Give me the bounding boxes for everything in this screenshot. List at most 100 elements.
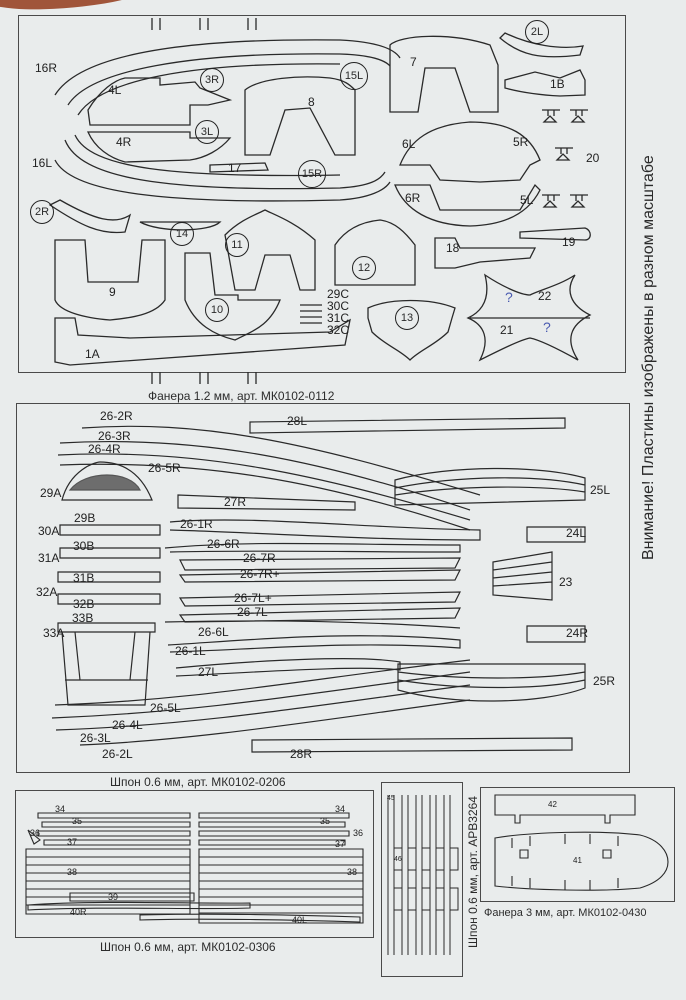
planks-26-mid	[164, 519, 481, 677]
handwritten-question-2: ?	[543, 319, 551, 335]
part-1A	[54, 317, 351, 366]
label-12: 12	[352, 256, 376, 280]
label-13: 13	[395, 306, 419, 330]
label-26-3R: 26-3R	[98, 429, 131, 443]
part-10	[184, 252, 281, 341]
label-29A: 29A	[40, 486, 62, 500]
strips-34-37-right	[198, 812, 350, 846]
part-1B	[504, 69, 586, 97]
part-4L	[87, 77, 233, 126]
part-40L	[139, 913, 361, 923]
label-26-5L: 26-5L	[150, 701, 181, 715]
label-3L: 3L	[195, 120, 219, 144]
part-17	[209, 162, 269, 173]
label-24R: 24R	[566, 626, 589, 640]
label-31A: 31A	[38, 551, 60, 565]
parts-45	[387, 795, 451, 955]
sheet-2-caption: Шпон 0.6 мм, арт. МК0102-0206	[110, 775, 286, 789]
sheet-5-caption: Фанера 3 мм, арт. МК0102-0430	[484, 907, 647, 919]
label-4L: 4L	[108, 83, 122, 97]
label-26-1L: 26-1L	[175, 644, 206, 658]
part-21-22	[466, 273, 592, 362]
label-26-7L-plus: 26-7L+	[234, 591, 272, 605]
part-6R-5L	[394, 183, 541, 227]
label-37-right: 37	[335, 839, 346, 849]
label-40L: 40L	[292, 915, 308, 925]
label-1B: 1B	[550, 77, 565, 91]
label-36-right: 36	[353, 828, 364, 838]
part-12	[334, 219, 416, 286]
label-11: 11	[225, 233, 249, 257]
label-28L: 28L	[287, 414, 308, 428]
part-41	[494, 831, 669, 891]
label-45: 45	[387, 795, 395, 802]
label-3R: 3R	[200, 68, 224, 92]
label-19: 19	[562, 235, 576, 249]
label-33A: 33A	[43, 626, 65, 640]
label-26-6L: 26-6L	[198, 625, 229, 639]
plank-27R	[177, 494, 356, 511]
tab-marks-bottom	[151, 372, 257, 384]
label-40R: 40R	[70, 907, 87, 917]
label-33B: 33B	[72, 611, 94, 625]
label-10: 10	[205, 298, 229, 322]
label-9: 9	[109, 285, 116, 299]
plank-28L	[249, 417, 566, 434]
label-25R: 25R	[593, 674, 616, 688]
sheet-4-frame	[381, 782, 463, 977]
sheet-3-caption: Шпон 0.6 мм, арт. МК0102-0306	[100, 940, 276, 954]
label-26-4L: 26-4L	[112, 718, 143, 732]
part-29A-grid	[68, 474, 141, 491]
label-23: 23	[559, 575, 573, 589]
label-8: 8	[308, 95, 315, 109]
part-2L	[499, 32, 584, 58]
part-23	[492, 551, 553, 601]
handwritten-question-1: ?	[505, 289, 513, 305]
label-28R: 28R	[290, 747, 313, 761]
label-41: 41	[573, 856, 582, 865]
label-37-left: 37	[67, 837, 78, 847]
label-16L: 16L	[32, 156, 53, 170]
label-30A: 30A	[38, 524, 60, 538]
label-7: 7	[410, 55, 417, 69]
label-5R: 5R	[513, 135, 529, 149]
label-6L: 6L	[402, 137, 416, 151]
label-26-7R: 26-7R	[243, 551, 276, 565]
label-29C: 29C	[327, 287, 350, 301]
label-36-left: 36	[30, 828, 41, 838]
label-4R: 4R	[116, 135, 132, 149]
label-5L: 5L	[520, 193, 534, 207]
part-42	[494, 794, 636, 824]
label-16R: 16R	[35, 61, 58, 75]
sheet-5-frame	[480, 787, 675, 902]
sheet-1-caption: Фанера 1.2 мм, арт. МК0102-0112	[148, 389, 335, 403]
label-27R: 27R	[224, 495, 247, 509]
label-15L: 15L	[340, 62, 368, 90]
part-29A	[61, 461, 153, 501]
label-21: 21	[500, 323, 514, 337]
label-32C: 32C	[327, 323, 350, 337]
plank-28R	[251, 737, 573, 753]
label-30B: 30B	[73, 539, 95, 553]
label-30C: 30C	[327, 299, 350, 313]
label-42: 42	[548, 800, 557, 809]
part-4R	[87, 131, 232, 163]
label-39: 39	[108, 892, 119, 902]
parts-46	[393, 847, 459, 911]
sheet-3-frame	[15, 790, 374, 938]
part-25R	[397, 663, 586, 702]
parts-30-33	[57, 524, 161, 706]
part-7	[389, 35, 499, 113]
label-26-6R: 26-6R	[207, 537, 240, 551]
label-26-4R: 26-4R	[88, 442, 121, 456]
part-39	[69, 892, 195, 902]
label-29B: 29B	[74, 511, 96, 525]
sheet-2-frame	[16, 403, 630, 773]
strips-34-37-left	[27, 812, 191, 846]
label-32B: 32B	[73, 597, 95, 611]
label-1A: 1A	[85, 347, 100, 361]
keel-16L	[54, 134, 391, 202]
part-29C-32C	[300, 304, 322, 324]
